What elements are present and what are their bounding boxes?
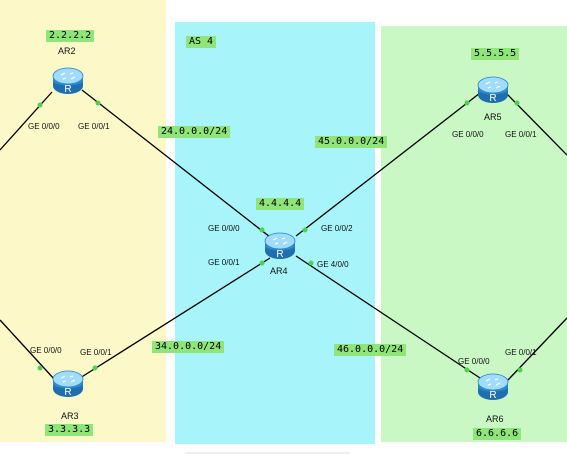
ar4-port-ge400: GE 4/0/0 xyxy=(317,260,349,269)
port-dot xyxy=(92,365,98,371)
link-ar2-left xyxy=(0,91,53,151)
link-ar2-ar4 xyxy=(81,89,271,238)
port-dot xyxy=(259,260,265,266)
port-dot xyxy=(464,100,470,106)
ar5-port-ge001: GE 0/0/1 xyxy=(505,130,537,139)
ar5-port-ge000: GE 0/0/0 xyxy=(452,130,484,139)
ar3-router-id: 3.3.3.3 xyxy=(45,424,94,436)
network-34-label: 34.0.0.0/24 xyxy=(152,341,225,353)
port-dots xyxy=(37,100,523,373)
ar3-port-ge001: GE 0/0/1 xyxy=(80,348,112,357)
ar6-router-id: 6.6.6.6 xyxy=(473,428,522,440)
as-label: AS 4 xyxy=(186,36,217,48)
ar4-router-id: 4.4.4.4 xyxy=(256,198,305,210)
ar6-port-ge000: GE 0/0/0 xyxy=(458,357,490,366)
zone-as4 xyxy=(175,22,375,444)
port-dot xyxy=(517,367,523,373)
router-glyph: R xyxy=(64,387,71,398)
router-icon: R xyxy=(52,370,84,398)
link-ar4-ar5 xyxy=(295,92,481,237)
zone-right xyxy=(381,26,567,442)
network-45-label: 45.0.0.0/24 xyxy=(315,136,388,148)
router-glyph: R xyxy=(276,249,283,260)
ar3-name: AR3 xyxy=(61,411,79,421)
port-dot xyxy=(302,227,308,233)
router-glyph: R xyxy=(64,84,71,95)
port-dot xyxy=(95,100,101,106)
ar2-router-id: 2.2.2.2 xyxy=(46,30,95,42)
router-glyph: R xyxy=(489,93,496,104)
link-ar3-ar4 xyxy=(79,257,271,379)
port-dot xyxy=(37,365,43,371)
ar6-router-icon[interactable]: R xyxy=(476,370,510,404)
router-glyph: R xyxy=(489,390,496,401)
port-dot xyxy=(308,260,314,266)
ar5-router-id: 5.5.5.5 xyxy=(471,48,520,60)
ar4-name: AR4 xyxy=(270,266,288,276)
network-24-label: 24.0.0.0/24 xyxy=(158,126,231,138)
ar3-port-ge000: GE 0/0/0 xyxy=(30,346,62,355)
port-dot xyxy=(514,100,520,106)
ar4-port-ge001: GE 0/0/1 xyxy=(208,258,240,267)
ar2-name: AR2 xyxy=(58,46,76,56)
ar2-router-icon[interactable]: R xyxy=(51,64,85,98)
ar2-port-ge000: GE 0/0/0 xyxy=(28,122,60,131)
link-ar3-left xyxy=(0,319,56,381)
network-46-label: 46.0.0.0/24 xyxy=(334,344,407,356)
port-dot xyxy=(37,102,43,108)
ar6-port-ge001: GE 0/0/1 xyxy=(505,348,537,357)
link-ar4-ar6 xyxy=(295,255,481,379)
ar2-port-ge001: GE 0/0/1 xyxy=(78,122,110,131)
router-icon: R xyxy=(477,76,509,104)
ar5-name: AR5 xyxy=(484,112,502,122)
router-icon: R xyxy=(52,67,84,95)
bottom-strip xyxy=(185,452,350,454)
ar4-port-ge000: GE 0/0/0 xyxy=(208,224,240,233)
port-dot xyxy=(464,367,470,373)
link-ar5-right xyxy=(504,91,567,156)
router-icon: R xyxy=(264,232,296,260)
ar3-router-icon[interactable]: R xyxy=(51,367,85,401)
ar4-router-icon[interactable]: R xyxy=(263,229,297,263)
router-icon: R xyxy=(477,373,509,401)
port-dot xyxy=(259,227,265,233)
zone-left xyxy=(0,0,166,442)
ar4-port-ge002: GE 0/0/2 xyxy=(321,224,353,233)
ar6-name: AR6 xyxy=(486,414,504,424)
ar5-router-icon[interactable]: R xyxy=(476,73,510,107)
